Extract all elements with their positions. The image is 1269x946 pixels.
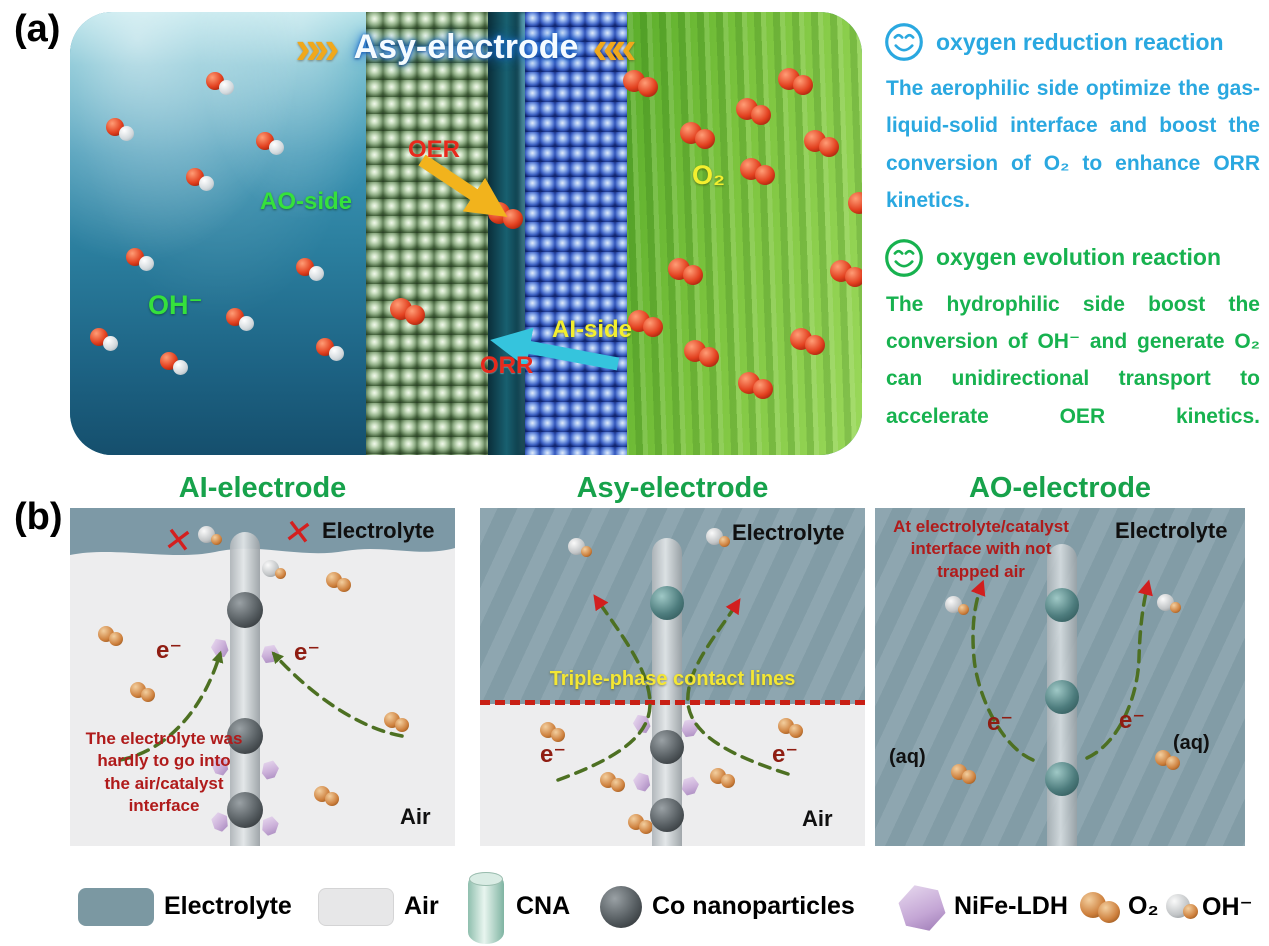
oer-heading-row: oxygen evolution reaction xyxy=(884,238,1260,278)
ai-electrode-title: AI-electrode xyxy=(178,472,347,504)
air-label: Air xyxy=(400,804,431,829)
electrolyte-label: Electrolyte xyxy=(322,518,435,543)
asy-electrode-diagram: Triple-phase contact lines Electrolyte A… xyxy=(480,508,865,846)
electron-paths xyxy=(556,594,790,782)
nife-ldh-swatch xyxy=(894,881,950,934)
co-nanoparticle xyxy=(650,730,684,764)
oxygen-label: O₂ xyxy=(692,160,725,190)
electrolyte-surface xyxy=(70,508,455,555)
triple-phase-contact-line xyxy=(480,700,865,705)
blocked-x-icon: ✕ xyxy=(161,520,196,562)
legend-cna-label: CNA xyxy=(516,892,571,920)
diagram-note: The electrolyte was hardly to go into th… xyxy=(85,729,243,816)
air-swatch xyxy=(318,888,394,926)
electron-label: e⁻ xyxy=(772,741,799,768)
smiley-icon xyxy=(885,23,923,61)
co-nanoparticle xyxy=(650,586,684,620)
co-nanoparticle xyxy=(1045,680,1079,714)
electron-path-right xyxy=(686,598,790,776)
electron-label: e⁻ xyxy=(987,709,1014,736)
hydrophilic-bead-layer xyxy=(366,12,488,455)
ai-side-label: AI-side xyxy=(552,316,633,343)
co-nanoparticle xyxy=(227,792,263,828)
oer-body: The hydrophilic side boost the conversio… xyxy=(886,292,1260,428)
co-nanoparticle xyxy=(1045,762,1079,796)
co-nanoparticle xyxy=(650,798,684,832)
aq-label: (aq) xyxy=(1173,732,1210,754)
legend: Electrolyte Air CNA Co nanoparticles NiF… xyxy=(0,870,1269,946)
diagram-note: At electrolyte/catalyst interface with n… xyxy=(893,517,1069,581)
legend-air-label: Air xyxy=(404,892,439,920)
electron-paths xyxy=(118,650,404,762)
electrolyte-label: Electrolyte xyxy=(1115,518,1228,543)
electron-path-left xyxy=(970,579,1035,762)
orr-arrow xyxy=(490,327,620,371)
orr-body: The aerophilic side optimize the gas-liq… xyxy=(886,77,1260,213)
electron-paths xyxy=(970,579,1153,762)
co-nanoparticle-swatch xyxy=(600,886,642,928)
ao-side-label: AO-side xyxy=(260,188,353,215)
electrode-core-band xyxy=(488,12,525,455)
electron-path-left xyxy=(556,594,652,782)
electrolyte-label: Electrolyte xyxy=(732,520,845,545)
legend-o2-label: O₂ xyxy=(1128,892,1159,920)
smiley-icon xyxy=(885,238,923,277)
co-nanoparticle xyxy=(227,592,263,628)
electron-label: e⁻ xyxy=(540,741,567,768)
electron-label: e⁻ xyxy=(294,639,321,666)
ao-electrode-title: AO-electrode xyxy=(968,472,1152,504)
ao-electrode-diagram: Electrolyte At electrolyte/catalyst inte… xyxy=(875,508,1245,846)
legend-oh-label: OH⁻ xyxy=(1202,893,1253,921)
triple-phase-contact-label: Triple-phase contact lines xyxy=(549,668,796,690)
co-nanoparticle xyxy=(1045,588,1079,622)
asy-electrode-illustration: »» Asy-electrode «« AO-side OER OH⁻ ORR … xyxy=(70,12,862,455)
hydroxide-label: OH⁻ xyxy=(148,290,203,320)
orr-heading: oxygen reduction reaction xyxy=(936,28,1224,55)
panel-a-label: (a) xyxy=(14,8,61,50)
cna-swatch xyxy=(468,872,504,944)
panel-b-label: (b) xyxy=(14,496,63,538)
scene-title: »» Asy-electrode «« xyxy=(70,24,862,70)
right-chevrons-icon: «« xyxy=(592,21,636,73)
co-nanoparticle xyxy=(227,718,263,754)
orr-heading-row: oxygen reduction reaction xyxy=(884,22,1260,62)
legend-nife-label: NiFe-LDH xyxy=(954,892,1068,920)
blocked-x-icon: ✕ xyxy=(281,512,316,554)
electron-path-left xyxy=(118,650,224,762)
air-label: Air xyxy=(802,806,833,831)
left-chevrons-icon: »» xyxy=(295,21,339,73)
panel-a-notes: oxygen reduction reaction The aerophilic… xyxy=(884,20,1260,453)
electrolyte-swatch xyxy=(78,888,154,926)
reaction-arrows xyxy=(418,154,620,371)
oer-arrow xyxy=(418,154,508,217)
orr-label: ORR xyxy=(480,352,534,379)
electron-label: e⁻ xyxy=(156,637,183,664)
legend-electrolyte-label: Electrolyte xyxy=(164,892,292,920)
electron-path-right xyxy=(1085,579,1153,760)
scene-title-text: Asy-electrode xyxy=(353,27,579,66)
aq-label: (aq) xyxy=(889,746,926,768)
ai-electrode-diagram: ✕ ✕ Electrolyte Air The electrolyte was … xyxy=(70,508,455,846)
oer-heading: oxygen evolution reaction xyxy=(936,244,1221,270)
legend-co-label: Co nanoparticles xyxy=(652,892,855,920)
aerophilic-bead-layer xyxy=(525,12,627,455)
electron-path-right xyxy=(271,651,404,738)
asy-electrode-title: Asy-electrode xyxy=(576,472,769,504)
electron-label: e⁻ xyxy=(1119,707,1146,734)
oer-label: OER xyxy=(408,136,461,163)
